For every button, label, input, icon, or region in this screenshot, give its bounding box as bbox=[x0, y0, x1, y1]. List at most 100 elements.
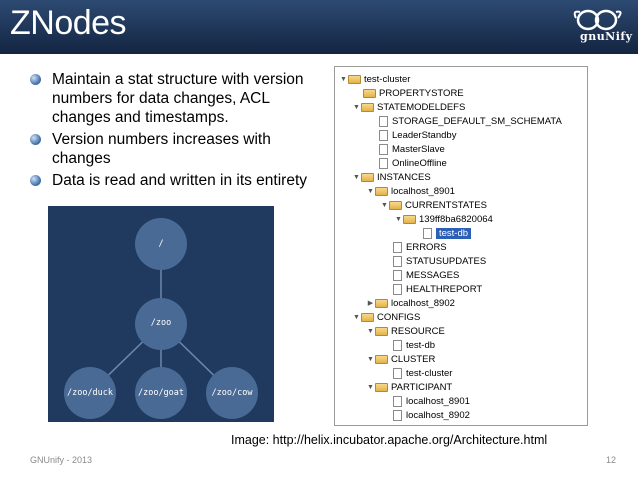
tree-item-label: MasterSlave bbox=[392, 143, 445, 155]
folder-icon bbox=[403, 214, 416, 224]
file-icon bbox=[393, 409, 402, 421]
tree-item-label: STATEMODELDEFS bbox=[377, 101, 466, 113]
tree-item[interactable]: ▼ STATEMODELDEFS bbox=[352, 100, 465, 114]
folder-icon bbox=[375, 326, 388, 336]
tree-node-duck bbox=[64, 367, 116, 419]
tree-item[interactable]: PROPERTYSTORE bbox=[363, 86, 464, 100]
bullet-item: Maintain a stat structure with version n… bbox=[30, 70, 310, 127]
tree-item[interactable]: test-db bbox=[391, 338, 435, 352]
folder-icon bbox=[375, 382, 388, 392]
expand-triangle-icon[interactable]: ▼ bbox=[353, 313, 360, 321]
folder-icon bbox=[363, 88, 376, 98]
folder-icon bbox=[361, 102, 374, 112]
tree-item[interactable]: ▼ CURRENTSTATES bbox=[380, 198, 487, 212]
folder-icon bbox=[361, 312, 374, 322]
tree-item-label: LeaderStandby bbox=[392, 129, 457, 141]
tree-item[interactable]: MESSAGES bbox=[391, 268, 459, 282]
folder-icon bbox=[375, 186, 388, 196]
tree-item[interactable]: HEALTHREPORT bbox=[391, 282, 482, 296]
bullet-icon bbox=[30, 74, 41, 85]
file-icon bbox=[379, 143, 388, 155]
slide-title: ZNodes bbox=[10, 4, 127, 42]
expand-triangle-icon[interactable]: ▼ bbox=[367, 327, 374, 335]
bullet-text: Data is read and written in its entirety bbox=[52, 172, 308, 189]
tree-item-label: CLUSTER bbox=[391, 353, 436, 365]
bullet-item: Version numbers increases with changes bbox=[30, 130, 310, 168]
file-icon bbox=[393, 255, 402, 267]
tree-item-label: CURRENTSTATES bbox=[405, 199, 487, 211]
tree-item[interactable]: OnlineOffline bbox=[377, 156, 447, 170]
tree-item[interactable]: ▼ localhost_8901 bbox=[366, 184, 455, 198]
expand-triangle-icon[interactable]: ▼ bbox=[367, 187, 374, 195]
tree-item-label: OnlineOffline bbox=[392, 157, 447, 169]
tree-item-label: RESOURCE bbox=[391, 325, 445, 337]
file-icon bbox=[393, 367, 402, 379]
folder-icon bbox=[361, 172, 374, 182]
expand-triangle-icon[interactable]: ▼ bbox=[353, 103, 360, 111]
bullet-icon bbox=[30, 134, 41, 145]
title-bar: ZNodes gnuNify bbox=[0, 0, 638, 54]
expand-triangle-icon[interactable]: ▼ bbox=[367, 355, 374, 363]
tree-item[interactable]: ▼ CLUSTER bbox=[366, 352, 435, 366]
bullet-list: Maintain a stat structure with version n… bbox=[30, 70, 310, 193]
image-caption: Image: http://helix.incubator.apache.org… bbox=[231, 433, 548, 447]
file-icon bbox=[393, 241, 402, 253]
tree-item-label: ERRORS bbox=[406, 241, 447, 253]
folder-icon bbox=[389, 200, 402, 210]
file-icon bbox=[393, 339, 402, 351]
tree-item[interactable]: LeaderStandby bbox=[377, 128, 456, 142]
file-icon bbox=[379, 157, 388, 169]
tree-item[interactable]: ▼ 139ff8ba6820064 bbox=[394, 212, 493, 226]
tree-item-label: MESSAGES bbox=[406, 269, 460, 281]
tree-item-label: test-db bbox=[436, 227, 472, 239]
expand-triangle-icon[interactable]: ▼ bbox=[340, 75, 347, 83]
bullet-icon bbox=[30, 175, 41, 186]
znode-tree-diagram: / /zoo /zoo/duck /zoo/goat /zoo/cow bbox=[48, 206, 274, 422]
tree-item[interactable]: ▶ localhost_8902 bbox=[366, 296, 455, 310]
tree-item[interactable]: MasterSlave bbox=[377, 142, 445, 156]
tree-item-label: HEALTHREPORT bbox=[406, 283, 483, 295]
file-icon bbox=[393, 283, 402, 295]
collapse-triangle-icon[interactable]: ▶ bbox=[367, 300, 374, 307]
expand-triangle-icon[interactable]: ▼ bbox=[367, 383, 374, 391]
page-number: 12 bbox=[606, 455, 617, 465]
tree-node-goat bbox=[135, 367, 187, 419]
tree-item-label: test-db bbox=[406, 339, 436, 351]
tree-item[interactable]: localhost_8902 bbox=[391, 408, 470, 422]
tree-item-label: STATUSUPDATES bbox=[406, 255, 487, 267]
tree-item[interactable]: localhost_8901 bbox=[391, 394, 470, 408]
bullet-text: Maintain a stat structure with version n… bbox=[52, 71, 304, 126]
bullet-item: Data is read and written in its entirety bbox=[30, 171, 310, 190]
tree-item[interactable]: ▼ RESOURCE bbox=[366, 324, 445, 338]
tree-item-label: localhost_8902 bbox=[391, 297, 455, 309]
file-icon bbox=[393, 395, 402, 407]
tree-node-label: /zoo bbox=[150, 318, 172, 328]
expand-triangle-icon[interactable]: ▼ bbox=[353, 173, 360, 181]
tree-item[interactable]: ▼ PARTICIPANT bbox=[366, 380, 452, 394]
folder-icon bbox=[375, 298, 388, 308]
tree-item[interactable]: ▼ test-cluster bbox=[339, 72, 410, 86]
logo-text: gnuNify bbox=[580, 30, 633, 43]
tree-node-label: /zoo/goat bbox=[137, 388, 185, 398]
tree-item[interactable]: STORAGE_DEFAULT_SM_SCHEMATA bbox=[377, 114, 562, 128]
gnunify-logo-icon bbox=[573, 9, 622, 31]
tree-item[interactable]: STATUSUPDATES bbox=[391, 254, 486, 268]
tree-item[interactable]: ▼ CONFIGS bbox=[352, 310, 420, 324]
tree-item[interactable]: test-cluster bbox=[391, 366, 452, 380]
tree-item[interactable]: ▼ INSTANCES bbox=[352, 170, 431, 184]
tree-item-label: localhost_8901 bbox=[391, 185, 455, 197]
tree-item-selected[interactable]: test-db bbox=[421, 226, 472, 240]
tree-item-label: STORAGE_DEFAULT_SM_SCHEMATA bbox=[392, 115, 562, 127]
folder-icon bbox=[348, 74, 361, 84]
tree-item-label: PARTICIPANT bbox=[391, 381, 453, 393]
tree-node-zoo bbox=[135, 298, 187, 350]
bullet-text: Version numbers increases with changes bbox=[52, 131, 271, 167]
file-icon bbox=[393, 269, 402, 281]
expand-triangle-icon[interactable]: ▼ bbox=[395, 215, 402, 223]
tree-item-label: test-cluster bbox=[406, 367, 453, 379]
expand-triangle-icon[interactable]: ▼ bbox=[381, 201, 388, 209]
tree-item-label: localhost_8901 bbox=[406, 395, 470, 407]
tree-item[interactable]: ERRORS bbox=[391, 240, 447, 254]
tree-item-label: CONFIGS bbox=[377, 311, 421, 323]
file-icon bbox=[379, 129, 388, 141]
